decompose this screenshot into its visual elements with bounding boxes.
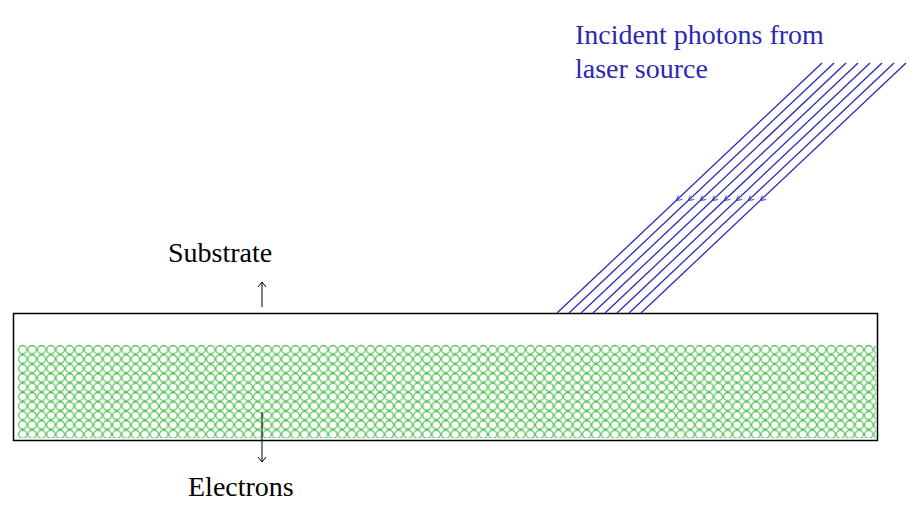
photon-ray: [629, 63, 894, 313]
leader-line: [262, 282, 263, 307]
photon-ray: [569, 63, 834, 313]
photon-arrowhead: [760, 196, 766, 201]
beam-label: Incident photons from laser source: [575, 18, 875, 85]
photon-arrowhead: [700, 196, 706, 201]
laser-beam: [557, 63, 906, 313]
photon-ray: [557, 63, 822, 313]
photon-arrowhead: [712, 196, 718, 201]
photon-ray: [581, 63, 846, 313]
leader-line: [262, 412, 263, 462]
substrate-block: [14, 314, 878, 441]
electron-layer: [18, 345, 876, 438]
part-label: Substrate: [168, 236, 272, 270]
photon-ray: [641, 63, 906, 313]
photon-ray: [593, 63, 858, 313]
photon-ray: [617, 63, 882, 313]
part-label: Electrons: [188, 470, 294, 504]
photon-arrowhead: [688, 196, 694, 201]
photon-arrowhead: [736, 196, 742, 201]
photon-arrowhead: [748, 196, 754, 201]
photon-ray: [605, 63, 870, 313]
photon-arrowhead: [724, 196, 730, 201]
photon-arrowhead: [676, 196, 682, 201]
